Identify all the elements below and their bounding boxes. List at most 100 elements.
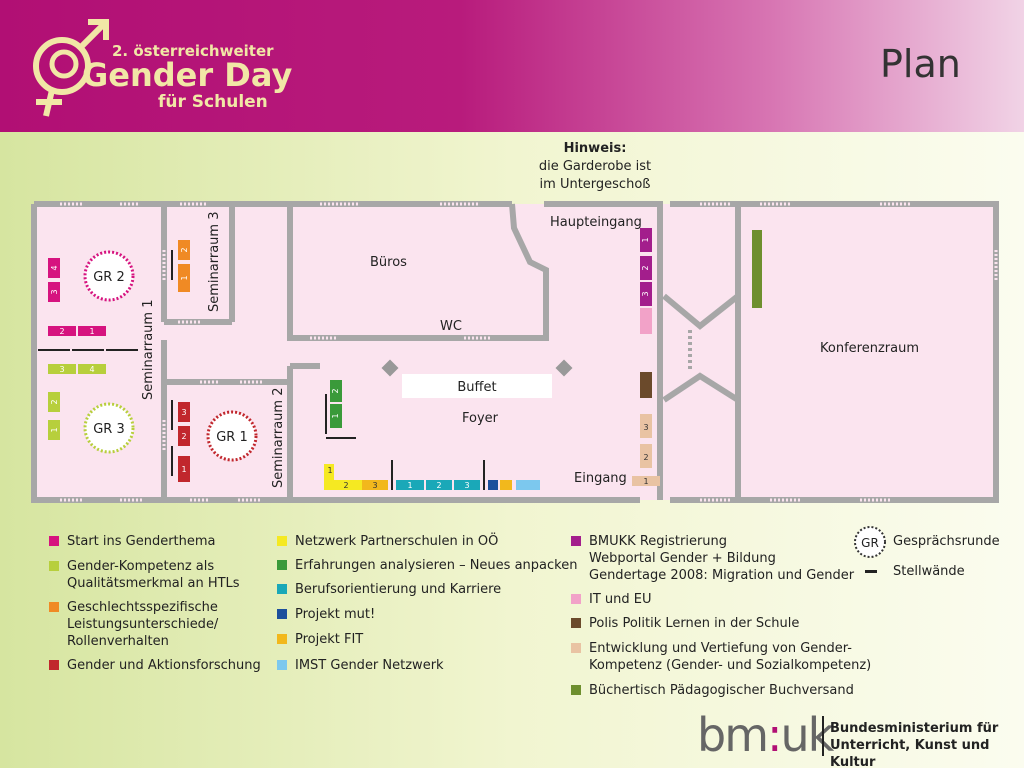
legend-label: IMST Gender Netzwerk [295, 658, 444, 673]
legend-swatch [277, 536, 287, 546]
legend-swatch [277, 660, 287, 670]
svg-text:4: 4 [50, 265, 59, 270]
legend-swatch [571, 536, 581, 546]
stand-numbers: 4 3 2 1 3 4 2 1 2 1 3 2 1 2 1 1 2 3 1 2 … [50, 237, 650, 490]
logo-part-a: bm [697, 708, 769, 762]
ministry-line-2: Unterricht, Kunst und Kultur [830, 738, 990, 770]
pillar-left [381, 359, 399, 377]
svg-text:3: 3 [50, 289, 59, 294]
floor-area [34, 204, 996, 500]
label-foyer: Foyer [462, 411, 499, 426]
hinweis-title: Hinweis: [563, 141, 627, 156]
footer-separator [822, 716, 824, 756]
legend-swatch [571, 685, 581, 695]
label-seminarraum-1: Seminarraum 1 [141, 300, 156, 400]
legend-label: Polis Politik Lernen in der Schule [589, 616, 800, 631]
logo-subtitle-2: für Schulen [158, 92, 268, 112]
svg-text:2: 2 [59, 327, 64, 336]
legend-swatch [49, 536, 59, 546]
svg-text:1: 1 [50, 427, 59, 432]
pillar-right [555, 359, 573, 377]
svg-text:2: 2 [343, 481, 348, 490]
ministry-name: Bundesministerium für Unterricht, Kunst … [830, 720, 1024, 771]
legend-stellwaende-label: Stellwände [893, 564, 965, 579]
hinweis-line-1: die Garderobe ist [538, 159, 652, 174]
legend-label: Gender und Aktionsforschung [67, 658, 261, 673]
floor-plan: 4 3 2 1 3 4 2 1 2 1 3 2 1 2 1 1 2 3 1 2 … [31, 201, 999, 503]
hinweis-note: Hinweis: die Garderobe ist im Untergesch… [530, 140, 660, 194]
gr2-circle [83, 250, 135, 302]
legend-swatch [49, 561, 59, 571]
svg-text:2: 2 [436, 481, 441, 490]
legend-swatch [277, 560, 287, 570]
legend-label: BMUKK Registrierung [589, 534, 728, 549]
svg-text:3: 3 [641, 291, 650, 296]
bmukk-logo: bm:uk [697, 708, 835, 762]
svg-text:2: 2 [180, 247, 189, 252]
legend-label: Büchertisch Pädagogischer Buchversand [589, 683, 854, 698]
label-wc: WC [440, 319, 462, 334]
legend-label: Geschlechtsspezifische [67, 600, 218, 615]
buffet-table [402, 374, 552, 398]
label-seminarraum-2: Seminarraum 2 [271, 388, 286, 488]
gr1-label: GR 1 [216, 430, 248, 445]
ministry-line-1: Bundesministerium für [830, 721, 999, 736]
gr1-circle [206, 410, 258, 462]
gr-symbol-icon: GR [854, 526, 886, 558]
logo-title: Gender Day [82, 56, 293, 94]
label-seminarraum-3: Seminarraum 3 [207, 212, 222, 312]
legend-label: Qualitätsmerkmal an HTLs [67, 576, 240, 591]
legend-swatch [49, 602, 59, 612]
legend-label: Netzwerk Partnerschulen in OÖ [295, 534, 499, 549]
svg-text:1: 1 [641, 237, 650, 242]
legend-label: Leistungsunterschiede/ [67, 617, 219, 632]
legend-label: Gendertage 2008: Migration und Gender [589, 568, 855, 583]
door-markers [60, 202, 998, 502]
header-banner: 2. österreichweiter Gender Day für Schul… [0, 0, 1024, 132]
label-haupteingang: Haupteingang [550, 215, 642, 230]
page-title: Plan [880, 42, 961, 86]
svg-text:2: 2 [641, 265, 650, 270]
logo-part-b: uk [780, 708, 835, 762]
gender-symbol-logo [33, 19, 109, 117]
gr2-label: GR 2 [93, 270, 125, 285]
svg-text:1: 1 [180, 275, 189, 280]
gr3-label: GR 3 [93, 422, 125, 437]
hinweis-line-2: im Untergeschoß [539, 177, 651, 192]
legend-label: Rollenverhalten [67, 634, 169, 649]
legend-label: Webportal Gender + Bildung [589, 551, 776, 566]
legend-label: Kompetenz (Gender- und Sozialkompetenz) [589, 658, 872, 673]
logo-colon: : [767, 708, 782, 762]
svg-text:3: 3 [643, 423, 648, 432]
legend-swatch [571, 618, 581, 628]
svg-text:1: 1 [327, 466, 332, 475]
legend-label: Projekt mut! [295, 607, 376, 622]
legend-swatch [277, 609, 287, 619]
svg-text:4: 4 [89, 365, 94, 374]
svg-text:2: 2 [50, 399, 59, 404]
legend-label: Start ins Genderthema [67, 534, 216, 549]
walls [31, 201, 999, 503]
legend-gespraechsrunde: Gesprächsrunde [893, 533, 1000, 550]
legend-swatch [277, 584, 287, 594]
stellwand-symbol-icon [865, 570, 877, 573]
legend-swatch [49, 660, 59, 670]
legend-label: Projekt FIT [295, 632, 364, 647]
gr3-circle [83, 402, 135, 454]
label-konferenzraum: Konferenzraum [820, 341, 919, 356]
svg-text:1: 1 [181, 465, 186, 474]
legend-stellwaende: Stellwände [893, 563, 965, 580]
svg-text:3: 3 [372, 481, 377, 490]
svg-text:2: 2 [643, 453, 648, 462]
logo-subtitle: 2. österreichweiter [112, 42, 274, 60]
legend-label: Erfahrungen analysieren – Neues anpacken [295, 558, 578, 573]
svg-text:3: 3 [59, 365, 64, 374]
legend-swatch [277, 634, 287, 644]
legend-gespraechsrunde-label: Gesprächsrunde [893, 534, 1000, 549]
label-bueros: Büros [370, 255, 407, 270]
label-eingang: Eingang [574, 471, 627, 486]
label-buffet: Buffet [457, 380, 496, 395]
stellwaende [38, 250, 485, 490]
legend-swatch [571, 594, 581, 604]
svg-text:3: 3 [464, 481, 469, 490]
